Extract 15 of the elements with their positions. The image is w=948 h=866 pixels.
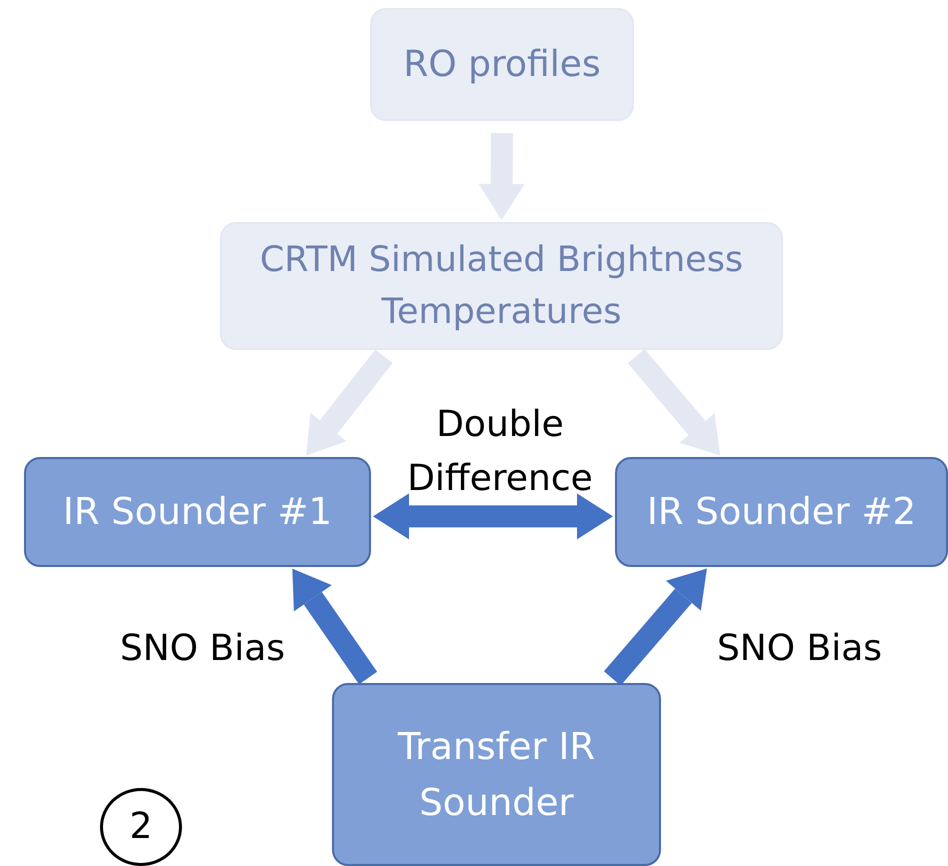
edge-label: SNO Bias (118, 627, 286, 671)
process-box: IR Sounder #1 (24, 457, 371, 567)
block-arrow (373, 493, 613, 540)
process-box: Transfer IR Sounder (332, 683, 661, 866)
block-arrow (292, 568, 378, 684)
block-arrow (628, 349, 720, 456)
process-box: IR Sounder #2 (615, 457, 948, 567)
process-box: RO profiles (370, 8, 634, 121)
block-arrow (478, 132, 525, 220)
edge-label: Double Difference (406, 403, 594, 501)
edge-label: SNO Bias (716, 627, 884, 671)
block-arrow (306, 350, 393, 456)
step-number-circle: 2 (100, 788, 182, 866)
process-box: CRTM Simulated Brightness Temperatures (220, 222, 783, 350)
block-arrow (604, 568, 707, 686)
